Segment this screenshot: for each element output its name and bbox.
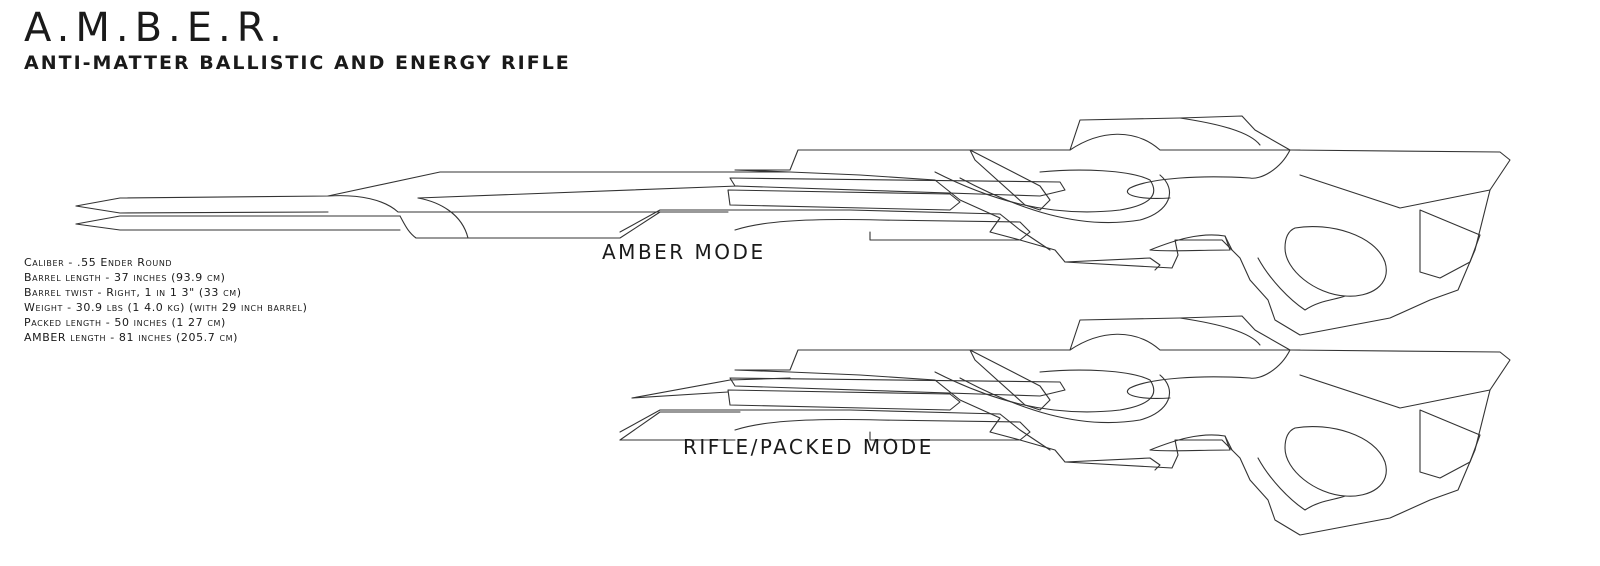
spec-packed-length: Packed length - 50 inches (1 27 cm): [24, 316, 226, 329]
spec-amber-length: AMBER length - 81 inches (205.7 cm): [24, 331, 239, 344]
spec-list: Caliber - .55 Ender Round Barrel length …: [24, 255, 308, 345]
amber-mode-rifle: [75, 115, 1511, 336]
spec-weight: Weight - 30.9 lbs (1 4.0 kg) (with 29 in…: [24, 301, 308, 314]
page-subtitle: ANTI-MATTER BALLISTIC AND ENERGY RIFLE: [24, 52, 571, 74]
amber-mode-label: AMBER MODE: [602, 240, 766, 264]
spec-barrel-twist: Barrel twist - Right, 1 in 1 3" (33 cm): [24, 286, 242, 299]
page-title: A.M.B.E.R.: [24, 5, 288, 51]
spec-barrel-length: Barrel length - 37 inches (93.9 cm): [24, 271, 226, 284]
spec-caliber: Caliber - .55 Ender Round: [24, 256, 173, 269]
rifle-packed-mode-label: RIFLE/PACKED MODE: [683, 435, 934, 459]
rifle-packed-mode-rifle: [619, 315, 1511, 536]
